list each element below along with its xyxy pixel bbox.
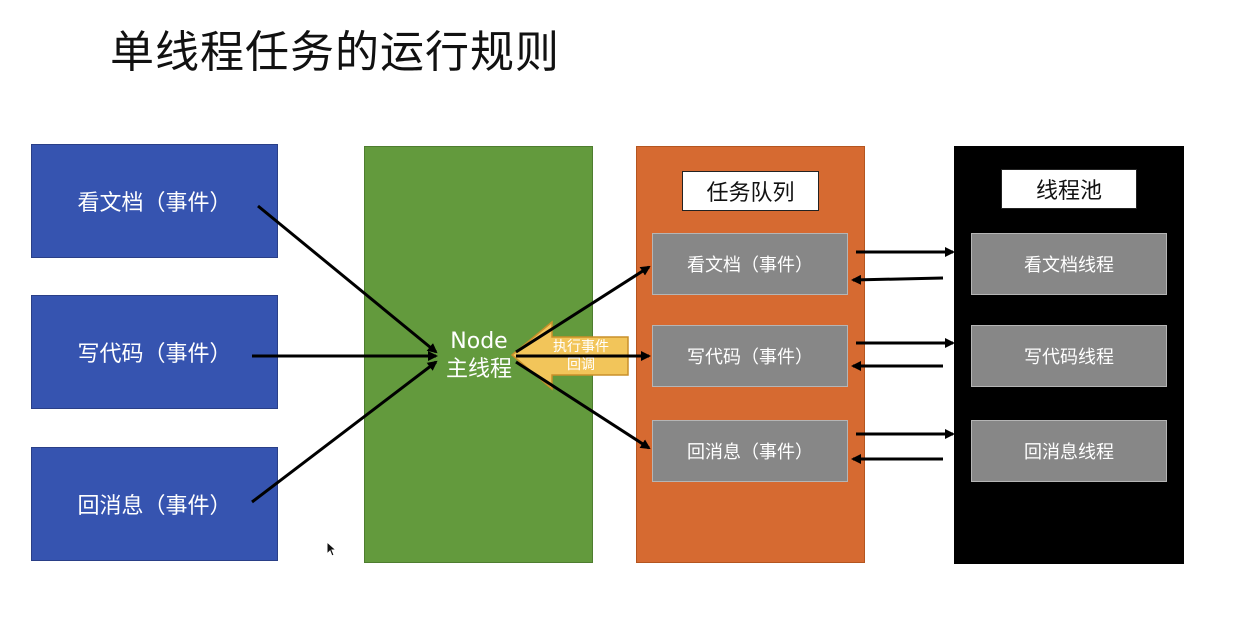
pool-item-read-docs-thread: 看文档线程 [971,233,1167,295]
arrow-main-to-queue-reply-message [515,360,651,450]
callback-label: 执行事件 回调 [541,338,621,374]
pool-item-write-code-thread: 写代码线程 [971,325,1167,387]
mouse-cursor-icon [326,541,338,557]
main-thread-label: Node 主线程 [434,328,524,384]
event-box-reply-message: 回消息（事件） [31,447,278,561]
pool-item-reply-message-thread: 回消息线程 [971,420,1167,482]
event-box-read-docs: 看文档（事件） [31,144,278,258]
arrow-pool-to-queue-1 [851,274,944,285]
main-thread-label-line1: Node [450,329,508,354]
arrow-reply-message-to-main [251,360,438,504]
main-thread-label-line2: 主线程 [445,357,512,382]
callback-label-line1: 执行事件 [553,339,609,355]
queue-item-write-code: 写代码（事件） [652,325,848,387]
task-queue-header: 任务队列 [682,171,819,211]
thread-pool-header: 线程池 [1001,169,1137,209]
callback-label-line2: 回调 [567,357,595,373]
event-box-write-code: 写代码（事件） [31,295,278,409]
page-title: 单线程任务的运行规则 [110,27,560,78]
arrow-main-to-queue-read-docs [515,265,651,354]
arrow-read-docs-to-main [257,204,438,354]
queue-item-reply-message: 回消息（事件） [652,420,848,482]
queue-item-read-docs: 看文档（事件） [652,233,848,295]
